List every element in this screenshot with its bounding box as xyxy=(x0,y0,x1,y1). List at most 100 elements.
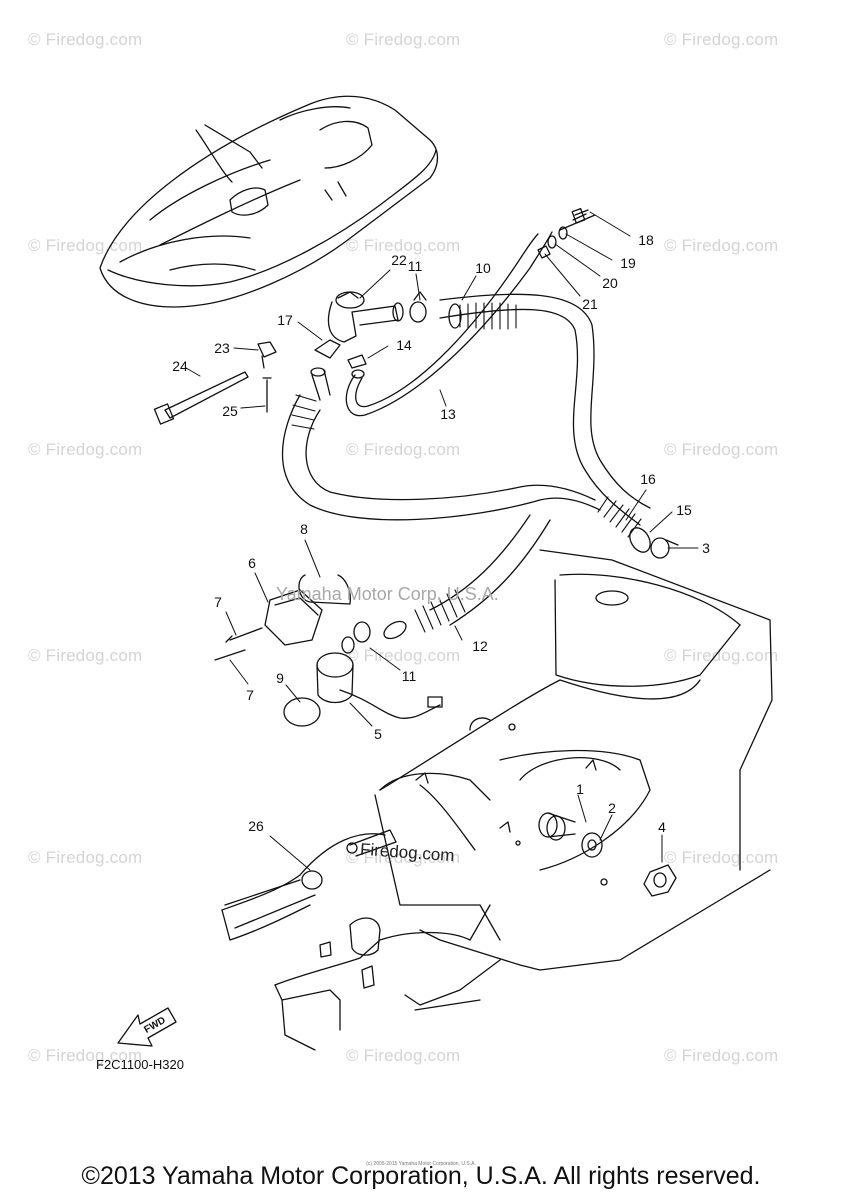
wm-symbol: © xyxy=(346,236,359,255)
wm-text: Firedog.com xyxy=(681,646,779,665)
callout-11a: 11 xyxy=(407,258,423,274)
wm-text: Firedog.com xyxy=(45,236,143,255)
copyright-notice: ©2013 Yamaha Motor Corporation, U.S.A. A… xyxy=(81,1162,761,1190)
small-hose xyxy=(345,231,553,417)
wm-symbol: © xyxy=(664,30,677,49)
pump-assembly xyxy=(264,574,443,727)
wm-symbol: © xyxy=(28,440,41,459)
wm-symbol: © xyxy=(664,1046,677,1065)
callout-7a: 7 xyxy=(214,594,222,610)
wm-symbol: © xyxy=(346,30,359,49)
wm-text: Firedog.com xyxy=(681,30,779,49)
screw-set xyxy=(537,208,596,259)
screws-7 xyxy=(214,627,263,661)
cable-tie-24 xyxy=(153,371,249,425)
wm-symbol: © xyxy=(664,440,677,459)
wm-text: Firedog.com xyxy=(45,30,143,49)
callout-18: 18 xyxy=(638,232,654,248)
wm-text: Firedog.com xyxy=(681,236,779,255)
watermark: © Firedog.com xyxy=(28,646,142,666)
wm-text: Firedog.com xyxy=(363,30,461,49)
watermark: © Firedog.com xyxy=(664,848,778,868)
wm-text: Firedog.com xyxy=(45,440,143,459)
wm-symbol: © xyxy=(664,848,677,867)
callout-12: 12 xyxy=(472,638,488,654)
callout-22: 22 xyxy=(391,252,407,268)
watermark: © Firedog.com xyxy=(664,646,778,666)
wm-text: Firedog.com xyxy=(681,440,779,459)
wm-symbol: © xyxy=(664,236,677,255)
leader-lines xyxy=(185,211,699,871)
watermark: © Firedog.com xyxy=(664,1046,778,1066)
wm-text: Firedog.com xyxy=(363,440,461,459)
callout-15: 15 xyxy=(676,502,692,518)
watermark: © Firedog.com xyxy=(28,440,142,460)
watercraft-illustration xyxy=(99,95,439,308)
callout-23: 23 xyxy=(214,340,230,356)
thru-hull-fitting xyxy=(538,812,677,897)
callout-20: 20 xyxy=(602,275,618,291)
wm-text: Firedog.com xyxy=(45,848,143,867)
fine-print: (c) 2005-2015 Yamaha Motor Corporation, … xyxy=(366,1161,476,1167)
callout-16: 16 xyxy=(640,471,656,487)
callout-17: 17 xyxy=(277,312,293,328)
callout-6: 6 xyxy=(248,555,256,571)
wm-text: Firedog.com xyxy=(45,1046,143,1065)
callout-1: 1 xyxy=(576,781,584,797)
wm-symbol: © xyxy=(346,440,359,459)
callout-3: 3 xyxy=(702,540,710,556)
clamp-11-lower xyxy=(341,621,371,654)
wm-symbol: © xyxy=(346,646,359,665)
watermark: © Firedog.com xyxy=(346,30,460,50)
wm-symbol: © xyxy=(28,848,41,867)
wm-symbol: © xyxy=(28,646,41,665)
wm-text: Firedog.com xyxy=(363,1046,461,1065)
callout-4: 4 xyxy=(658,819,666,835)
wm-text: Firedog.com xyxy=(363,236,461,255)
center-watermark: Yamaha Motor Corp, U.S.A. xyxy=(276,584,499,604)
watermark: © Firedog.com xyxy=(28,1046,142,1066)
callout-2: 2 xyxy=(608,800,616,816)
wm-text: Firedog.com xyxy=(681,848,779,867)
clamp-26-assembly xyxy=(224,829,397,929)
callout-25: 25 xyxy=(222,403,238,419)
callout-26: 26 xyxy=(248,818,264,834)
callout-24: 24 xyxy=(172,358,188,374)
holder-23 xyxy=(257,341,277,369)
fitting-22 xyxy=(327,291,404,343)
watermark: © Firedog.com xyxy=(346,1046,460,1066)
callout-19: 19 xyxy=(620,255,636,271)
watermark: © Firedog.com xyxy=(28,236,142,256)
wm-symbol: © xyxy=(28,30,41,49)
watermark: © Firedog.com xyxy=(346,236,460,256)
rivet-25 xyxy=(262,377,272,413)
wm-text: Firedog.com xyxy=(45,646,143,665)
watermark: © Firedog.com xyxy=(28,848,142,868)
callout-9: 9 xyxy=(276,670,284,686)
watermark: © Firedog.com xyxy=(28,30,142,50)
fwd-arrow-icon: FWD xyxy=(117,1007,177,1047)
watermark: © Firedog.com xyxy=(664,440,778,460)
callout-10: 10 xyxy=(475,260,491,276)
wm-symbol: © xyxy=(664,646,677,665)
watermark: © Firedog.com xyxy=(664,30,778,50)
callout-14: 14 xyxy=(396,337,412,353)
clips xyxy=(314,339,367,369)
callout-11b: 11 xyxy=(401,668,417,684)
watermark: © Firedog.com xyxy=(346,646,460,666)
callout-7b: 7 xyxy=(246,687,254,703)
clamp-11-top xyxy=(409,291,427,323)
callout-8: 8 xyxy=(300,521,308,537)
bilge-hose xyxy=(281,293,651,640)
hull-illustration xyxy=(221,549,773,1051)
wm-text: Firedog.com xyxy=(363,646,461,665)
wm-symbol: © xyxy=(28,1046,41,1065)
callout-13: 13 xyxy=(440,406,456,422)
watermark: © Firedog.com xyxy=(346,440,460,460)
wm-symbol: © xyxy=(346,1046,359,1065)
drawing-code: F2C1100-H320 xyxy=(96,1057,184,1072)
wm-text: Firedog.com xyxy=(681,1046,779,1065)
watermark: © Firedog.com xyxy=(664,236,778,256)
callout-21: 21 xyxy=(582,296,598,312)
